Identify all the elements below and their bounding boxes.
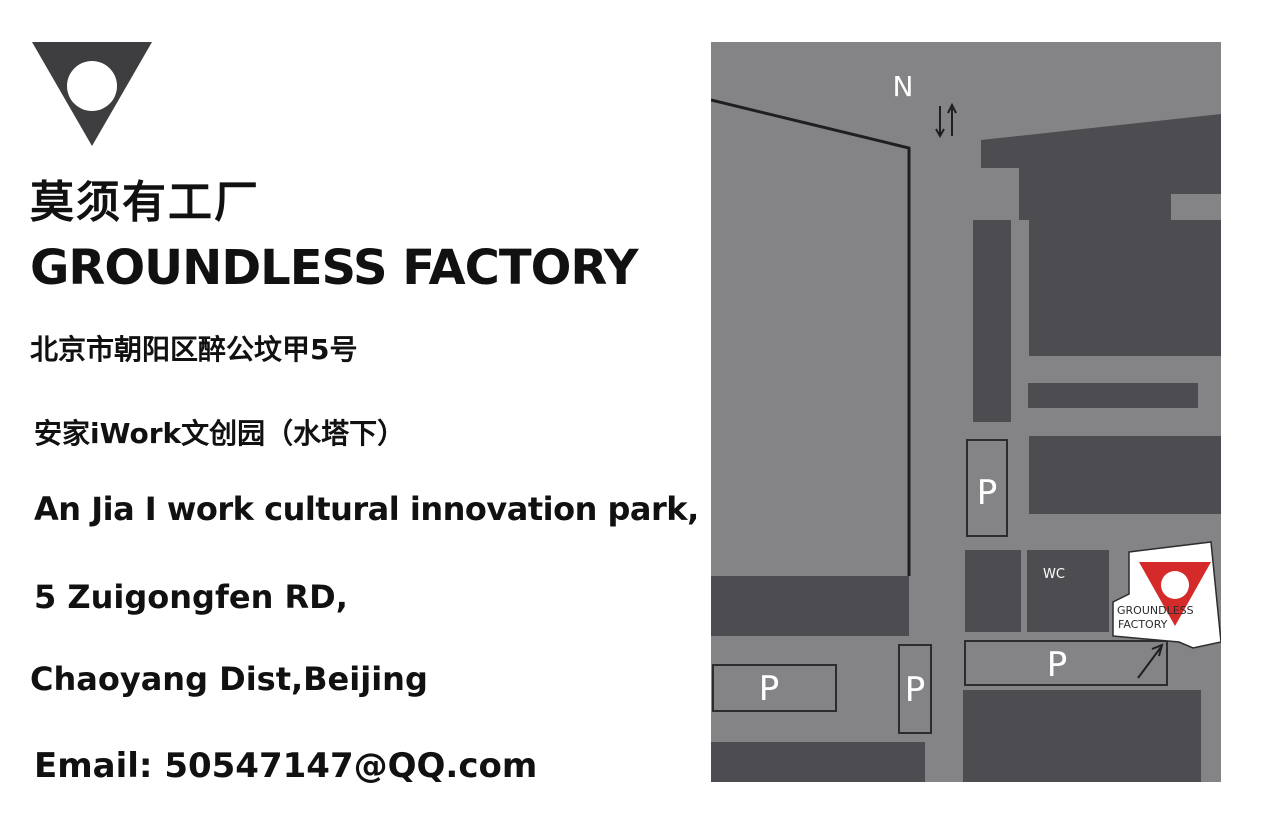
parking-lot-4 bbox=[712, 664, 837, 712]
building-top-right-annex bbox=[1019, 194, 1171, 220]
address-english-line-3: Chaoyang Dist,Beijing bbox=[30, 660, 428, 698]
brand-name-english: GROUNDLESS FACTORY bbox=[30, 240, 639, 296]
parking-lot-1 bbox=[966, 439, 1008, 537]
north-label: N bbox=[893, 70, 914, 103]
building-top-right bbox=[981, 114, 1221, 194]
address-english-line-2: 5 Zuigongfen RD, bbox=[34, 578, 348, 616]
parking-lot-3 bbox=[898, 644, 932, 734]
address-chinese-line-1: 北京市朝阳区醉公坟甲5号 bbox=[30, 333, 358, 366]
parking-label-1: P bbox=[977, 473, 998, 513]
road-outline bbox=[711, 98, 911, 576]
building-small-left-wc bbox=[965, 550, 1021, 632]
building-top-left bbox=[711, 98, 909, 576]
factory-location-marker: GROUNDLESS FACTORY bbox=[1112, 541, 1221, 649]
building-bottom-right bbox=[963, 690, 1201, 782]
parking-label-2: P bbox=[1047, 645, 1068, 685]
address-chinese-line-2: 安家iWork文创园（水塔下） bbox=[34, 417, 406, 450]
north-arrows-icon bbox=[935, 102, 957, 139]
wc-label: WC bbox=[1043, 567, 1065, 582]
marker-label-line-1: GROUNDLESS bbox=[1117, 604, 1194, 617]
groundless-factory-logo-icon bbox=[32, 42, 152, 146]
building-left-bottom bbox=[711, 742, 925, 782]
brand-name-chinese: 莫须有工厂 bbox=[30, 177, 260, 228]
direction-arrow-icon bbox=[1137, 643, 1164, 679]
building-wc bbox=[1027, 550, 1109, 632]
parking-lot-2 bbox=[964, 640, 1168, 686]
building-tall-narrow bbox=[973, 220, 1011, 422]
email-contact[interactable]: Email: 50547147@QQ.com bbox=[34, 746, 538, 786]
building-right-large bbox=[1029, 220, 1221, 356]
parking-label-3: P bbox=[905, 670, 926, 710]
parking-label-4: P bbox=[759, 669, 780, 709]
marker-label-line-2: FACTORY bbox=[1118, 618, 1168, 631]
location-map: P P P P WC N GROUNDLESS FACTORY bbox=[711, 42, 1221, 782]
building-right-mid bbox=[1029, 436, 1221, 514]
building-left-middle bbox=[711, 576, 909, 636]
address-english-line-1: An Jia I work cultural innovation park, bbox=[34, 490, 699, 528]
building-right-strip bbox=[1028, 383, 1198, 408]
